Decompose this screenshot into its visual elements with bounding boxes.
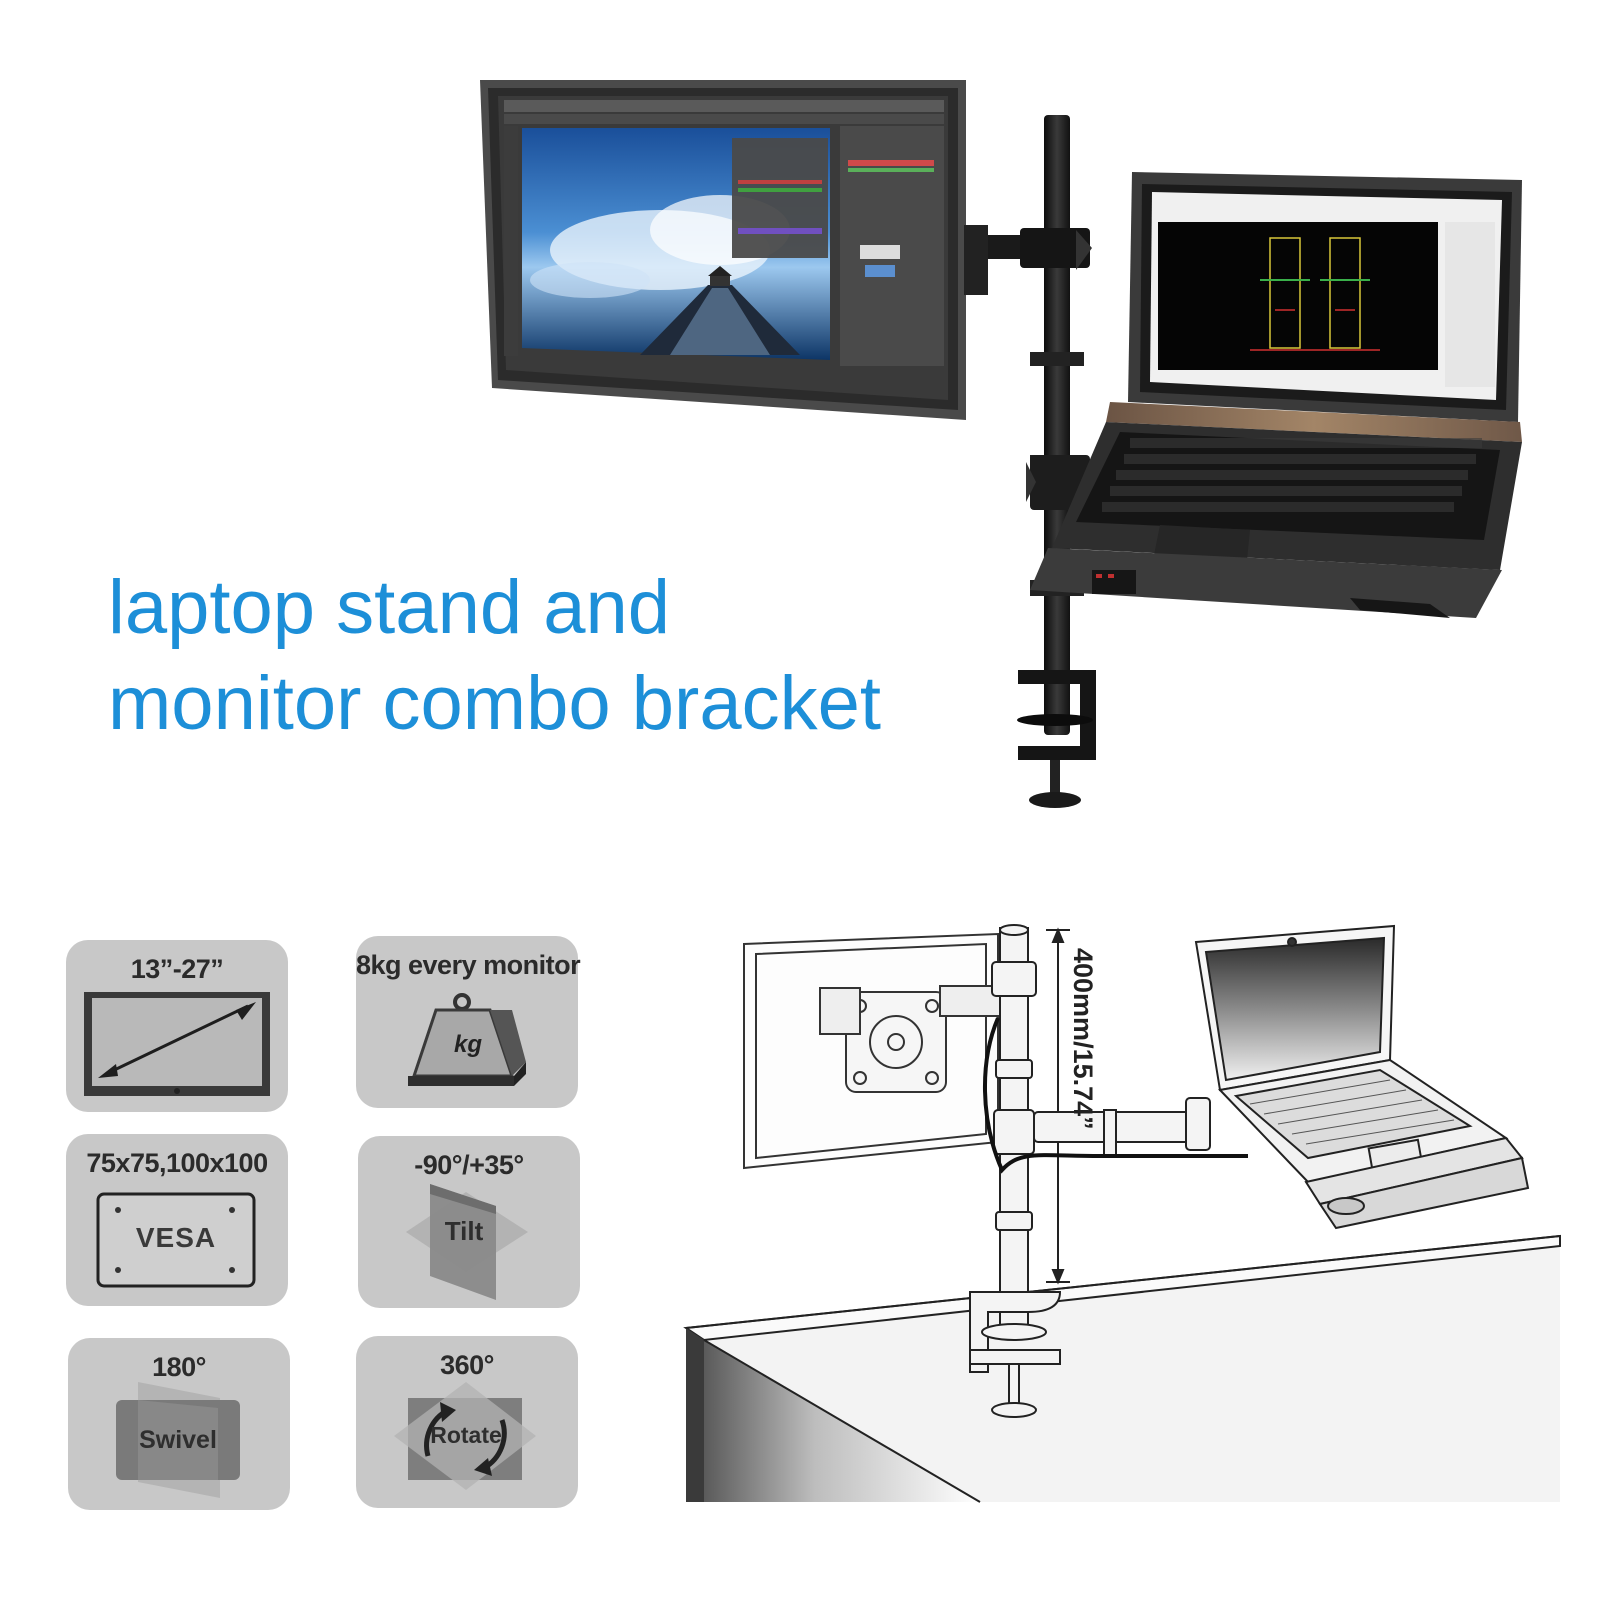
monitor-photo bbox=[480, 80, 966, 420]
feature-label: 8kg every monitor bbox=[356, 950, 581, 980]
pole-drawing bbox=[969, 924, 1248, 1418]
feature-label: 180° bbox=[152, 1352, 206, 1382]
feature-label: 13”-27” bbox=[130, 954, 224, 984]
feature-tile-swivel: 180° Swivel bbox=[68, 1338, 290, 1510]
vesa-plate-icon bbox=[96, 1192, 256, 1288]
headline: laptop stand and monitor combo bracket bbox=[108, 560, 1008, 752]
feature-tile-screen-size: 13”-27” bbox=[66, 940, 288, 1112]
feature-label: 360° bbox=[440, 1350, 494, 1380]
feature-tile-tilt: -90°/+35° Tilt bbox=[358, 1136, 580, 1308]
swivel-text: Swivel bbox=[139, 1426, 217, 1454]
weight-unit-text: kg bbox=[453, 1031, 482, 1058]
headline-line-1: laptop stand and bbox=[108, 565, 671, 650]
height-dimension-label: 400mm/15.74” bbox=[1068, 948, 1098, 1130]
product-photo bbox=[480, 80, 1522, 808]
laptop-drawing bbox=[1194, 924, 1530, 1230]
feature-tile-vesa: 75x75,100x100 VESA bbox=[66, 1134, 288, 1306]
monitor-drawing bbox=[743, 932, 1013, 1170]
rotate-text: Rotate bbox=[430, 1422, 502, 1448]
swivel-icon bbox=[116, 1382, 240, 1498]
feature-tile-weight: 8kg every monitor kg bbox=[356, 936, 581, 1108]
feature-tile-rotate: 360° Rotate bbox=[356, 1336, 578, 1508]
height-dimension bbox=[1046, 927, 1070, 1285]
technical-drawing bbox=[683, 924, 1561, 1503]
vesa-text: VESA bbox=[135, 1222, 217, 1253]
feature-label: -90°/+35° bbox=[414, 1150, 524, 1180]
screen-size-icon bbox=[84, 992, 270, 1096]
tilt-text: Tilt bbox=[444, 1216, 484, 1246]
rotate-icon bbox=[394, 1382, 536, 1490]
weight-icon bbox=[408, 993, 526, 1086]
headline-line-2: monitor combo bracket bbox=[108, 661, 881, 746]
feature-label: 75x75,100x100 bbox=[86, 1148, 268, 1178]
laptop-photo bbox=[1030, 172, 1522, 618]
tilt-icon bbox=[406, 1184, 528, 1300]
desk-drawing bbox=[683, 1234, 1561, 1503]
